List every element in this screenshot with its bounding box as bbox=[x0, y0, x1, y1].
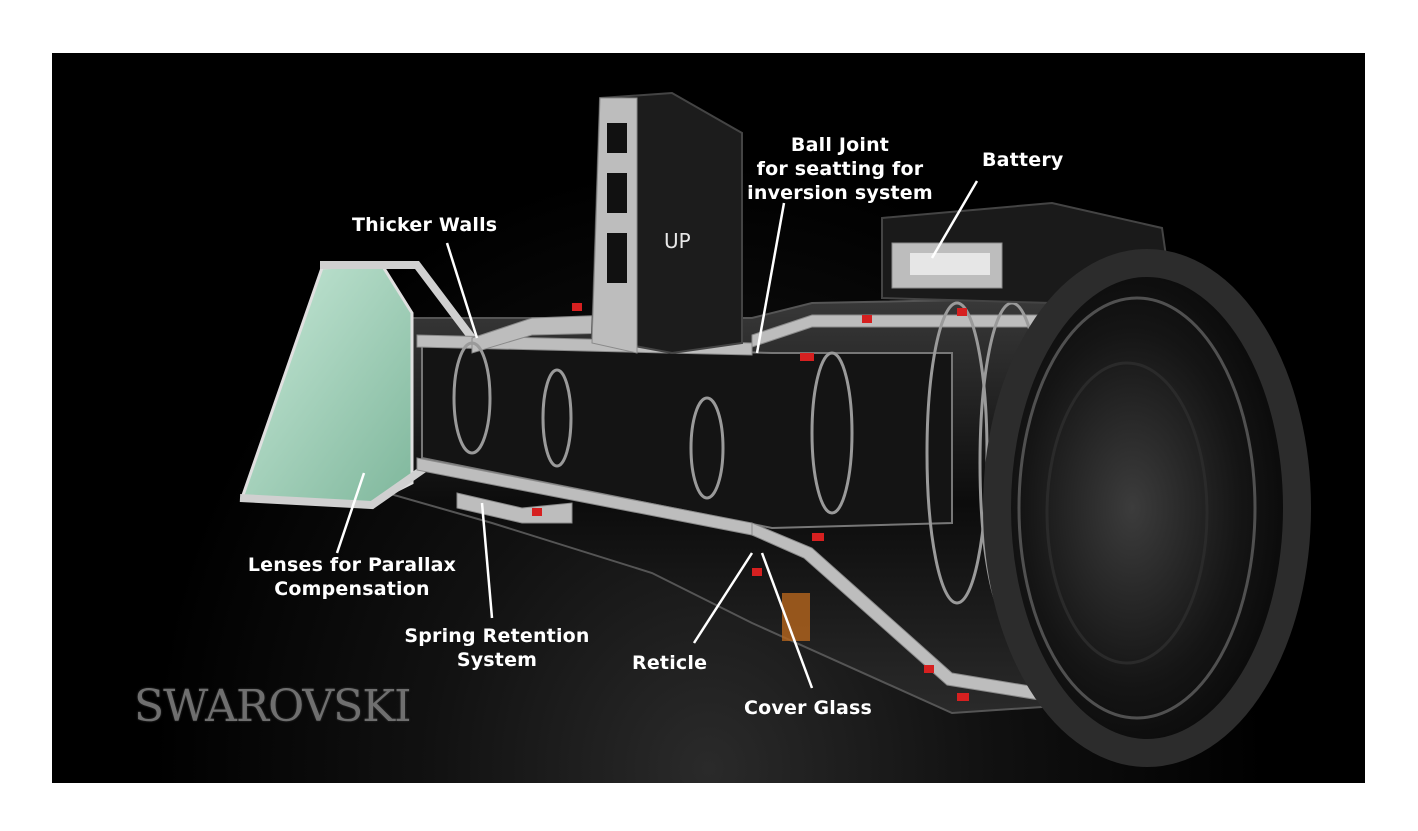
scope-cutaway-illustration: UP bbox=[239, 91, 1311, 767]
leader-lenses bbox=[335, 472, 366, 554]
label-cover-glass: Cover Glass bbox=[744, 697, 873, 719]
leader-cover-glass bbox=[760, 552, 814, 689]
label-lenses-parallax: Lenses for Parallax Compensation bbox=[247, 554, 457, 600]
leader-battery bbox=[930, 180, 979, 259]
label-spring-retention: Spring Retention System bbox=[404, 625, 590, 671]
brand-logo: SWAROVSKI bbox=[134, 681, 412, 732]
leader-ball-joint bbox=[755, 202, 786, 354]
turret-up-text: UP bbox=[664, 229, 691, 253]
label-thicker-walls: Thicker Walls bbox=[352, 214, 498, 236]
label-battery: Battery bbox=[982, 149, 1064, 171]
label-ball-joint: Ball Joint for seatting for inversion sy… bbox=[747, 134, 933, 204]
leader-thicker-walls bbox=[445, 242, 479, 339]
leader-spring bbox=[480, 502, 494, 619]
leader-reticle bbox=[692, 552, 754, 644]
elevation-turret-icon: UP bbox=[590, 91, 743, 355]
eyepiece-rubber-ring-icon bbox=[983, 249, 1311, 767]
label-reticle: Reticle bbox=[632, 652, 708, 674]
diagram-panel: UP bbox=[52, 53, 1365, 783]
objective-lens bbox=[239, 261, 476, 510]
